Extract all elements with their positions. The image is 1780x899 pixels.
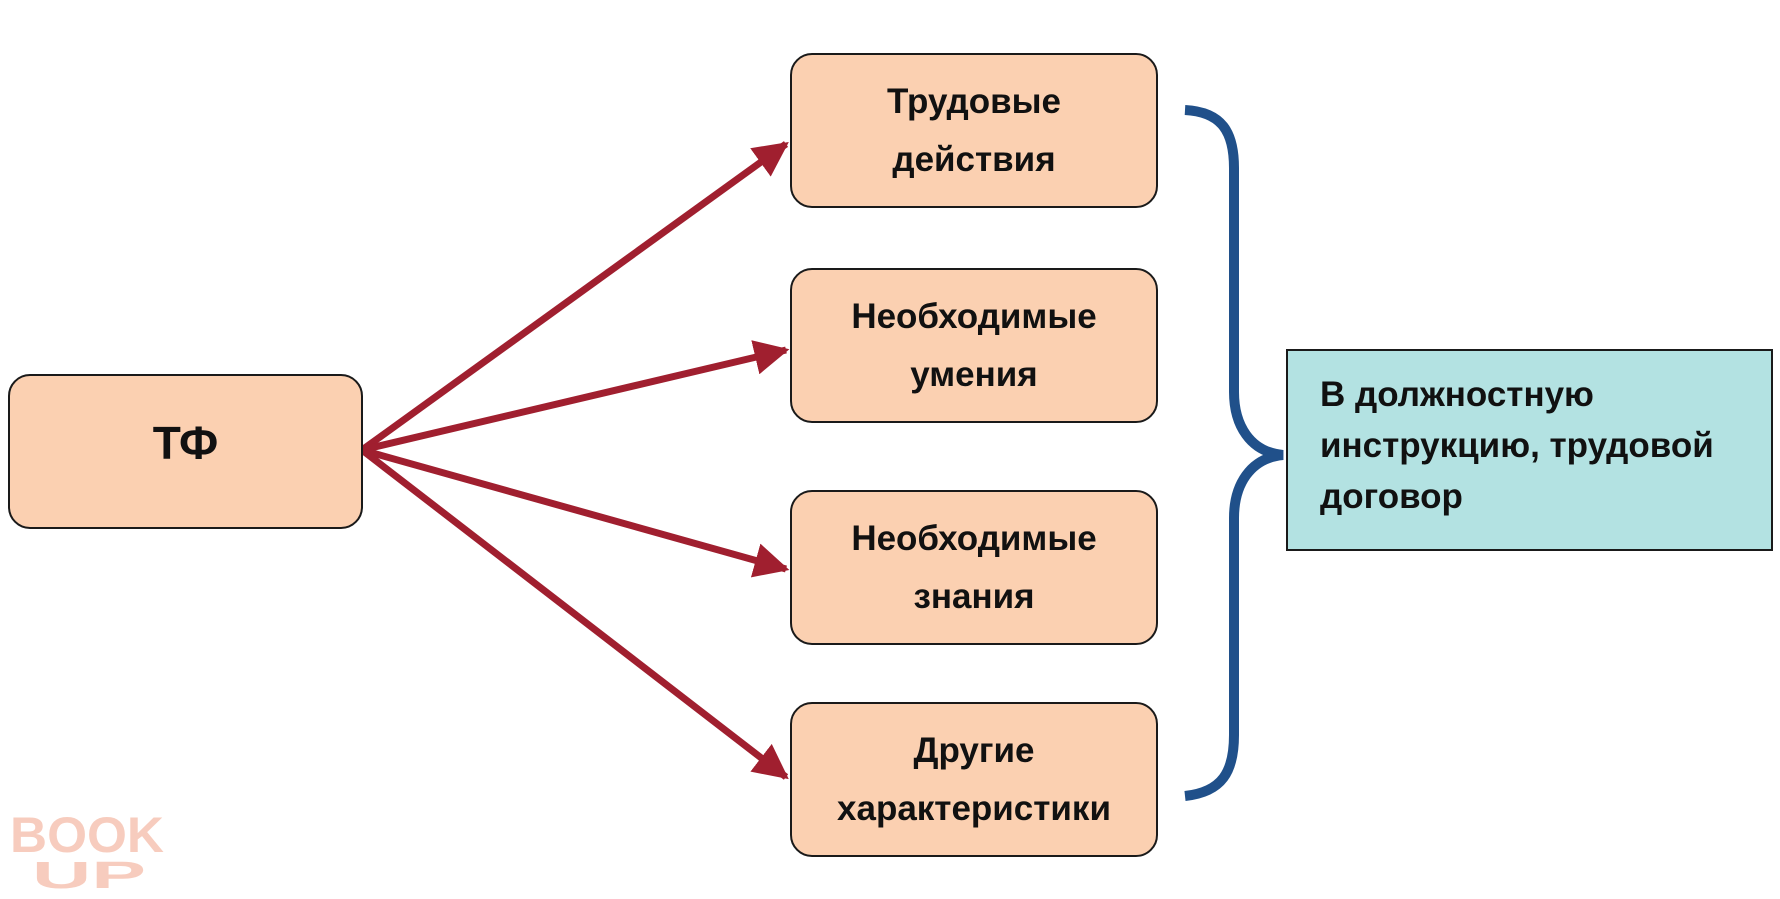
node-labor-actions-line2: действия — [892, 139, 1056, 179]
watermark-top-text: BOOK — [10, 808, 164, 863]
node-labor-actions: Трудовые действия — [790, 53, 1158, 208]
arrow-to-other — [359, 447, 789, 780]
node-required-knowledge: Необходимые знания — [790, 490, 1158, 645]
node-other-characteristics-line2: характеристики — [837, 788, 1111, 828]
arrow-to-actions — [359, 141, 789, 453]
node-required-skills-line2: умения — [910, 354, 1038, 394]
target-node-job-description: В должностную инструкцию, трудовой догов… — [1286, 349, 1773, 551]
bookup-watermark-logo: BOOK UP — [10, 808, 164, 890]
node-required-skills-line1: Необходимые — [851, 296, 1097, 336]
node-required-skills: Необходимые умения — [790, 268, 1158, 423]
watermark-bottom-text: UP — [32, 855, 146, 890]
node-required-knowledge-line2: знания — [913, 576, 1035, 616]
node-labor-actions-line1: Трудовые — [886, 81, 1062, 121]
node-required-knowledge-line1: Необходимые — [851, 518, 1097, 558]
grouping-brace — [1184, 105, 1284, 801]
node-other-characteristics: Другие характеристики — [790, 702, 1158, 857]
target-node-line2: инструкцию, трудовой — [1320, 426, 1714, 465]
arrow-to-knowledge — [361, 446, 790, 578]
source-node-tf: ТФ — [8, 374, 363, 529]
node-other-characteristics-line1: Другие — [913, 730, 1035, 770]
target-node-line1: В должностную — [1320, 375, 1594, 414]
arrow-to-skills — [361, 340, 790, 454]
source-node-label: ТФ — [152, 416, 219, 469]
target-node-line3: договор — [1320, 477, 1463, 516]
